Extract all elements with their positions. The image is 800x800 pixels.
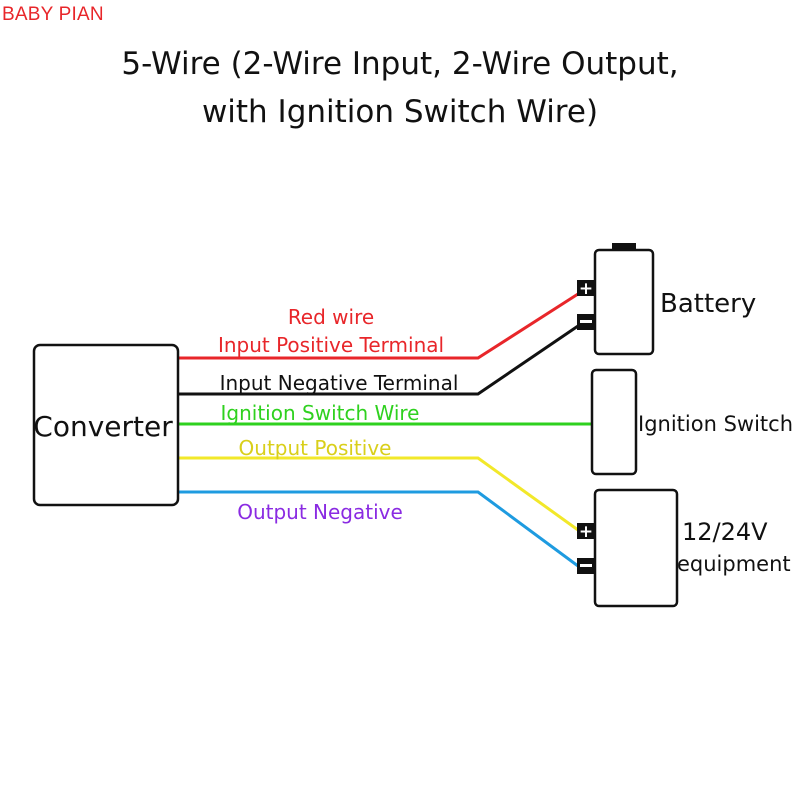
diagram-title-line2: with Ignition Switch Wire) — [201, 94, 599, 130]
input-positive-label: Input Positive Terminal — [218, 333, 444, 357]
black-wire — [178, 324, 579, 396]
battery-box — [593, 248, 655, 356]
blue-wire — [178, 490, 579, 568]
yellow-wire — [178, 456, 579, 532]
equipment-plus-symbol: + — [579, 522, 593, 542]
battery-plus-terminal — [577, 280, 595, 296]
equipment-minus-symbol — [580, 564, 592, 567]
red-wire-label: Red wire — [288, 305, 374, 329]
converter-box — [32, 343, 180, 507]
battery-cap — [612, 243, 636, 252]
output-positive-label: Output Positive — [239, 436, 392, 460]
diagram-title-line1: 5-Wire (2-Wire Input, 2-Wire Output, — [121, 46, 679, 82]
battery-plus-symbol: + — [579, 279, 593, 299]
input-negative-label: Input Negative Terminal — [220, 371, 459, 395]
output-negative-label: Output Negative — [237, 500, 403, 524]
ignition-wire-label: Ignition Switch Wire — [221, 401, 420, 425]
ignition-switch-label: Ignition Switch — [638, 412, 793, 436]
battery-minus-symbol — [580, 320, 592, 323]
converter-label: Converter — [33, 410, 173, 443]
equipment-box — [593, 488, 679, 608]
equipment-plus-terminal — [577, 523, 595, 539]
ignition-switch-box — [590, 368, 638, 476]
battery-label: Battery — [660, 289, 756, 319]
equipment-label-line2: equipment — [677, 552, 791, 576]
brand-watermark: BABY PIAN — [2, 4, 104, 25]
equipment-label-line1: 12/24V — [682, 518, 768, 546]
red-wire — [178, 292, 579, 360]
